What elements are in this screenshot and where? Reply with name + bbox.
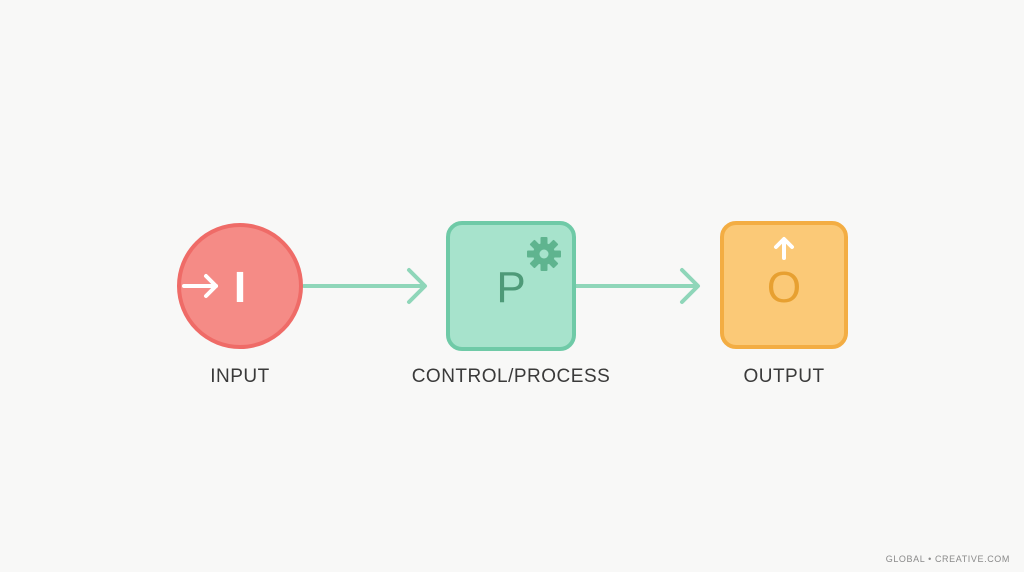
node-output: O OUTPUT <box>720 221 848 387</box>
gear-icon <box>527 237 561 271</box>
node-input: I INPUT <box>177 223 303 387</box>
watermark: GLOBAL • CREATIVE.COM <box>885 554 1010 564</box>
input-circle <box>177 223 303 349</box>
edge-process-to-output <box>574 268 700 304</box>
output-letter: O <box>767 263 801 312</box>
output-label: OUTPUT <box>743 366 824 387</box>
arrow-up-icon <box>774 237 794 260</box>
process-label: CONTROL/PROCESS <box>412 366 611 387</box>
output-box <box>720 221 848 349</box>
arrow-right-to-bar-icon <box>182 274 218 298</box>
input-letter: I <box>234 263 246 312</box>
arrowhead-icon <box>680 268 700 304</box>
input-label: INPUT <box>210 366 270 387</box>
node-process: P CONTROL/PROCESS <box>412 221 611 387</box>
process-letter: P <box>496 263 525 312</box>
arrowhead-icon <box>407 268 427 304</box>
edge-input-to-process <box>302 268 427 304</box>
